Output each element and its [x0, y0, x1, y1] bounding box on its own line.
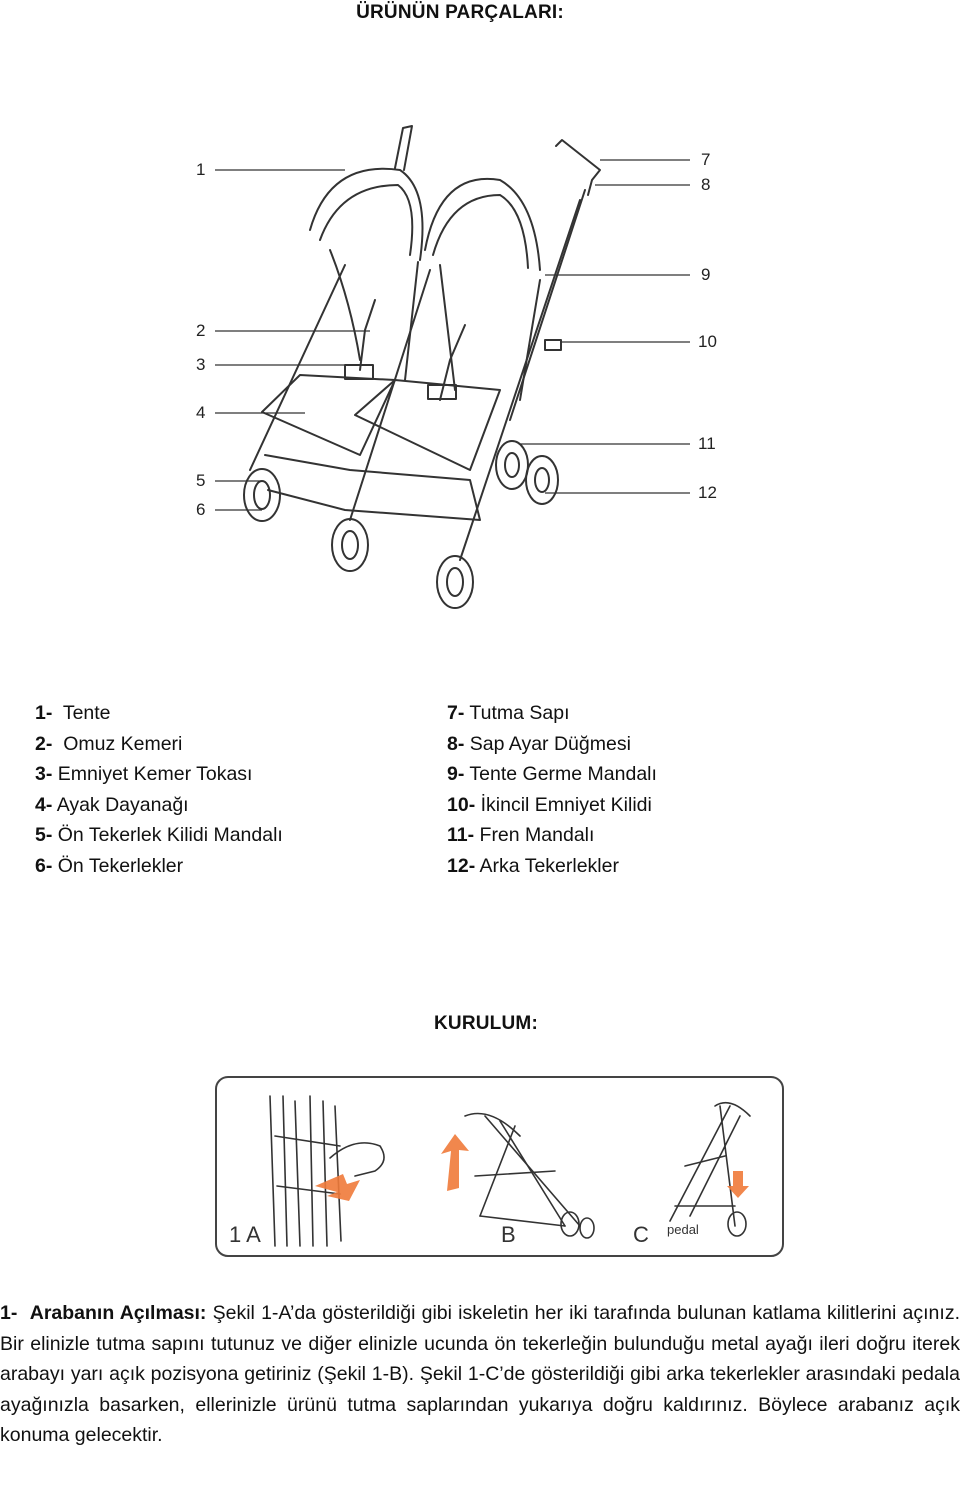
- instruction-paragraph: 1- Arabanın Açılması: Şekil 1-A’da göste…: [0, 1298, 960, 1451]
- callout-12: 12: [698, 483, 717, 502]
- callout-8: 8: [701, 175, 711, 194]
- callout-4: 4: [196, 403, 206, 422]
- figure-label-a: 1 A: [229, 1222, 261, 1247]
- figure-label-pedal: pedal: [667, 1222, 699, 1237]
- callout-1: 1: [196, 160, 206, 179]
- part-item-4: 4- Ayak Dayanağı: [35, 793, 189, 816]
- callout-3: 3: [196, 355, 206, 374]
- instruction-title: Arabanın Açılması:: [29, 1302, 207, 1324]
- figure-label-b: B: [501, 1222, 516, 1247]
- callout-9: 9: [701, 265, 711, 284]
- callout-10: 10: [698, 332, 717, 351]
- instruction-number: 1-: [0, 1302, 18, 1324]
- stroller-diagram: [215, 125, 690, 609]
- part-item-1: 1- Tente: [35, 702, 111, 724]
- callout-2: 2: [196, 321, 206, 340]
- callout-11: 11: [698, 434, 716, 453]
- setup-figure: 1 A B C pedal: [215, 1076, 784, 1257]
- part-item-3: 3- Emniyet Kemer Tokası: [35, 763, 253, 785]
- parts-list-left: 1- Tente 2- Omuz Kemeri 3- Emniyet Kemer…: [35, 698, 283, 881]
- callout-5: 5: [196, 471, 206, 490]
- callout-6: 6: [196, 500, 206, 519]
- part-item-8: 8- Sap Ayar Düğmesi: [447, 732, 631, 755]
- part-item-12: 12- Arka Tekerlekler: [447, 854, 619, 877]
- parts-list-right: 7- Tutma Sapı 8- Sap Ayar Düğmesi 9- Ten…: [447, 698, 657, 881]
- part-item-9: 9- Tente Germe Mandalı: [447, 763, 657, 785]
- callout-7: 7: [701, 150, 711, 169]
- part-item-6: 6- Ön Tekerlekler: [35, 854, 184, 877]
- part-item-11: 11- Fren Mandalı: [447, 824, 595, 846]
- parts-heading: ÜRÜNÜN PARÇALARI:: [356, 2, 564, 23]
- setup-heading: KURULUM:: [434, 1013, 538, 1034]
- instruction-text: Şekil 1-A’da gösterildiği gibi iskeletin…: [0, 1302, 960, 1446]
- part-item-10: 10- İkincil Emniyet Kilidi: [447, 793, 652, 816]
- part-item-2: 2- Omuz Kemeri: [35, 732, 183, 755]
- part-item-7: 7- Tutma Sapı: [447, 702, 570, 724]
- part-item-5: 5- Ön Tekerlek Kilidi Mandalı: [35, 824, 283, 846]
- figure-label-c: C: [633, 1222, 649, 1247]
